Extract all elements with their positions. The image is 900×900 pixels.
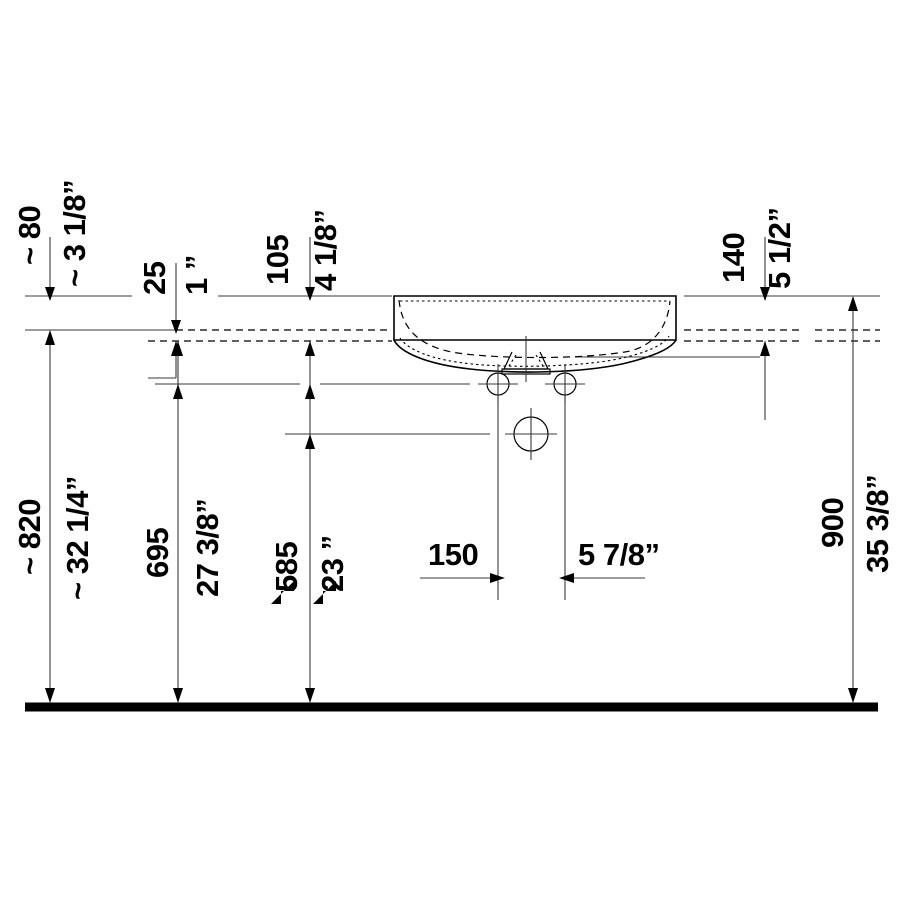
drain-hidden-right bbox=[535, 354, 544, 367]
label-counter-height-imperial: ~ 32 1/4” bbox=[60, 476, 95, 600]
label-rim-height-imperial: ~ 3 1/8” bbox=[57, 180, 92, 287]
leader-arrow-105 bbox=[305, 287, 315, 301]
label-hole-left-metric: 150 bbox=[428, 537, 478, 572]
label-basin-depth-imperial: 4 1/8” bbox=[308, 210, 343, 291]
dim-arrow-585-down bbox=[305, 688, 315, 703]
dim-arrow-585-mid bbox=[305, 434, 315, 449]
top-leader-arrows bbox=[45, 237, 770, 334]
dim-arrow-140-up bbox=[760, 341, 770, 356]
label-basin-depth-metric: 105 bbox=[260, 235, 295, 285]
diagonal-leader-arrows bbox=[271, 581, 336, 604]
dim-arrow-900-down bbox=[848, 688, 858, 703]
label-basin-total-metric: 140 bbox=[716, 233, 751, 283]
leader-arrow-80 bbox=[45, 287, 55, 301]
basin-bowl-underside bbox=[393, 339, 677, 373]
label-trap-height-imperial: 27 3/8” bbox=[190, 499, 225, 597]
dim-arrow-695-down bbox=[173, 688, 183, 703]
label-outlet-height-imperial: 23 ” bbox=[315, 535, 350, 592]
dim-arrow-105-up bbox=[305, 341, 315, 356]
vertical-dimension-chains bbox=[45, 296, 858, 703]
dim-arrow-5-7-8-left bbox=[559, 573, 574, 583]
dimension-labels: ~ 80 ~ 3 1/8” 25 1 ” 105 4 1/8” 140 5 1/… bbox=[12, 180, 895, 600]
label-counter-height-metric: ~ 820 bbox=[12, 499, 47, 575]
drain-hidden-left bbox=[508, 354, 517, 367]
dim-arrow-25-up bbox=[171, 341, 181, 356]
dimension-level-lines bbox=[155, 383, 490, 435]
washbasin-body bbox=[393, 295, 677, 373]
waste-outlet-circle-group bbox=[505, 408, 557, 460]
label-overall-imperial: 35 3/8” bbox=[860, 475, 895, 573]
dim-arrow-585-up bbox=[305, 384, 315, 399]
leader-arrow-585-diagonal bbox=[271, 581, 294, 604]
leader-arrow-23-diagonal bbox=[313, 581, 336, 604]
dim-arrow-820-up bbox=[45, 330, 55, 345]
leader-arrow-25 bbox=[171, 320, 181, 334]
reference-lines-group bbox=[25, 295, 880, 379]
leader-arrow-140 bbox=[760, 287, 770, 301]
dim-arrow-820-down bbox=[45, 688, 55, 703]
dim-arrow-900-up bbox=[848, 296, 858, 311]
basin-bowl-interior-dotted bbox=[399, 335, 670, 367]
label-outlet-height-metric: 585 bbox=[269, 542, 304, 592]
label-trap-height-metric: 695 bbox=[140, 528, 175, 578]
horizontal-dimension-taps bbox=[420, 573, 645, 583]
label-counter-thickness-metric: 25 bbox=[137, 261, 172, 295]
label-overall-metric: 900 bbox=[815, 498, 850, 548]
label-rim-height-metric: ~ 80 bbox=[12, 206, 47, 265]
basin-inner-bowl-hidden bbox=[398, 299, 671, 359]
label-hole-right-imperial: 5 7/8” bbox=[578, 537, 659, 572]
dim-arrow-150-right bbox=[490, 573, 505, 583]
label-basin-total-imperial: 5 1/2” bbox=[762, 208, 797, 289]
drain-outlet bbox=[501, 336, 551, 382]
dim-arrow-695-mid bbox=[173, 384, 183, 399]
label-counter-thickness-imperial: 1 ” bbox=[179, 255, 214, 295]
vertical-extension-lines bbox=[497, 395, 566, 600]
